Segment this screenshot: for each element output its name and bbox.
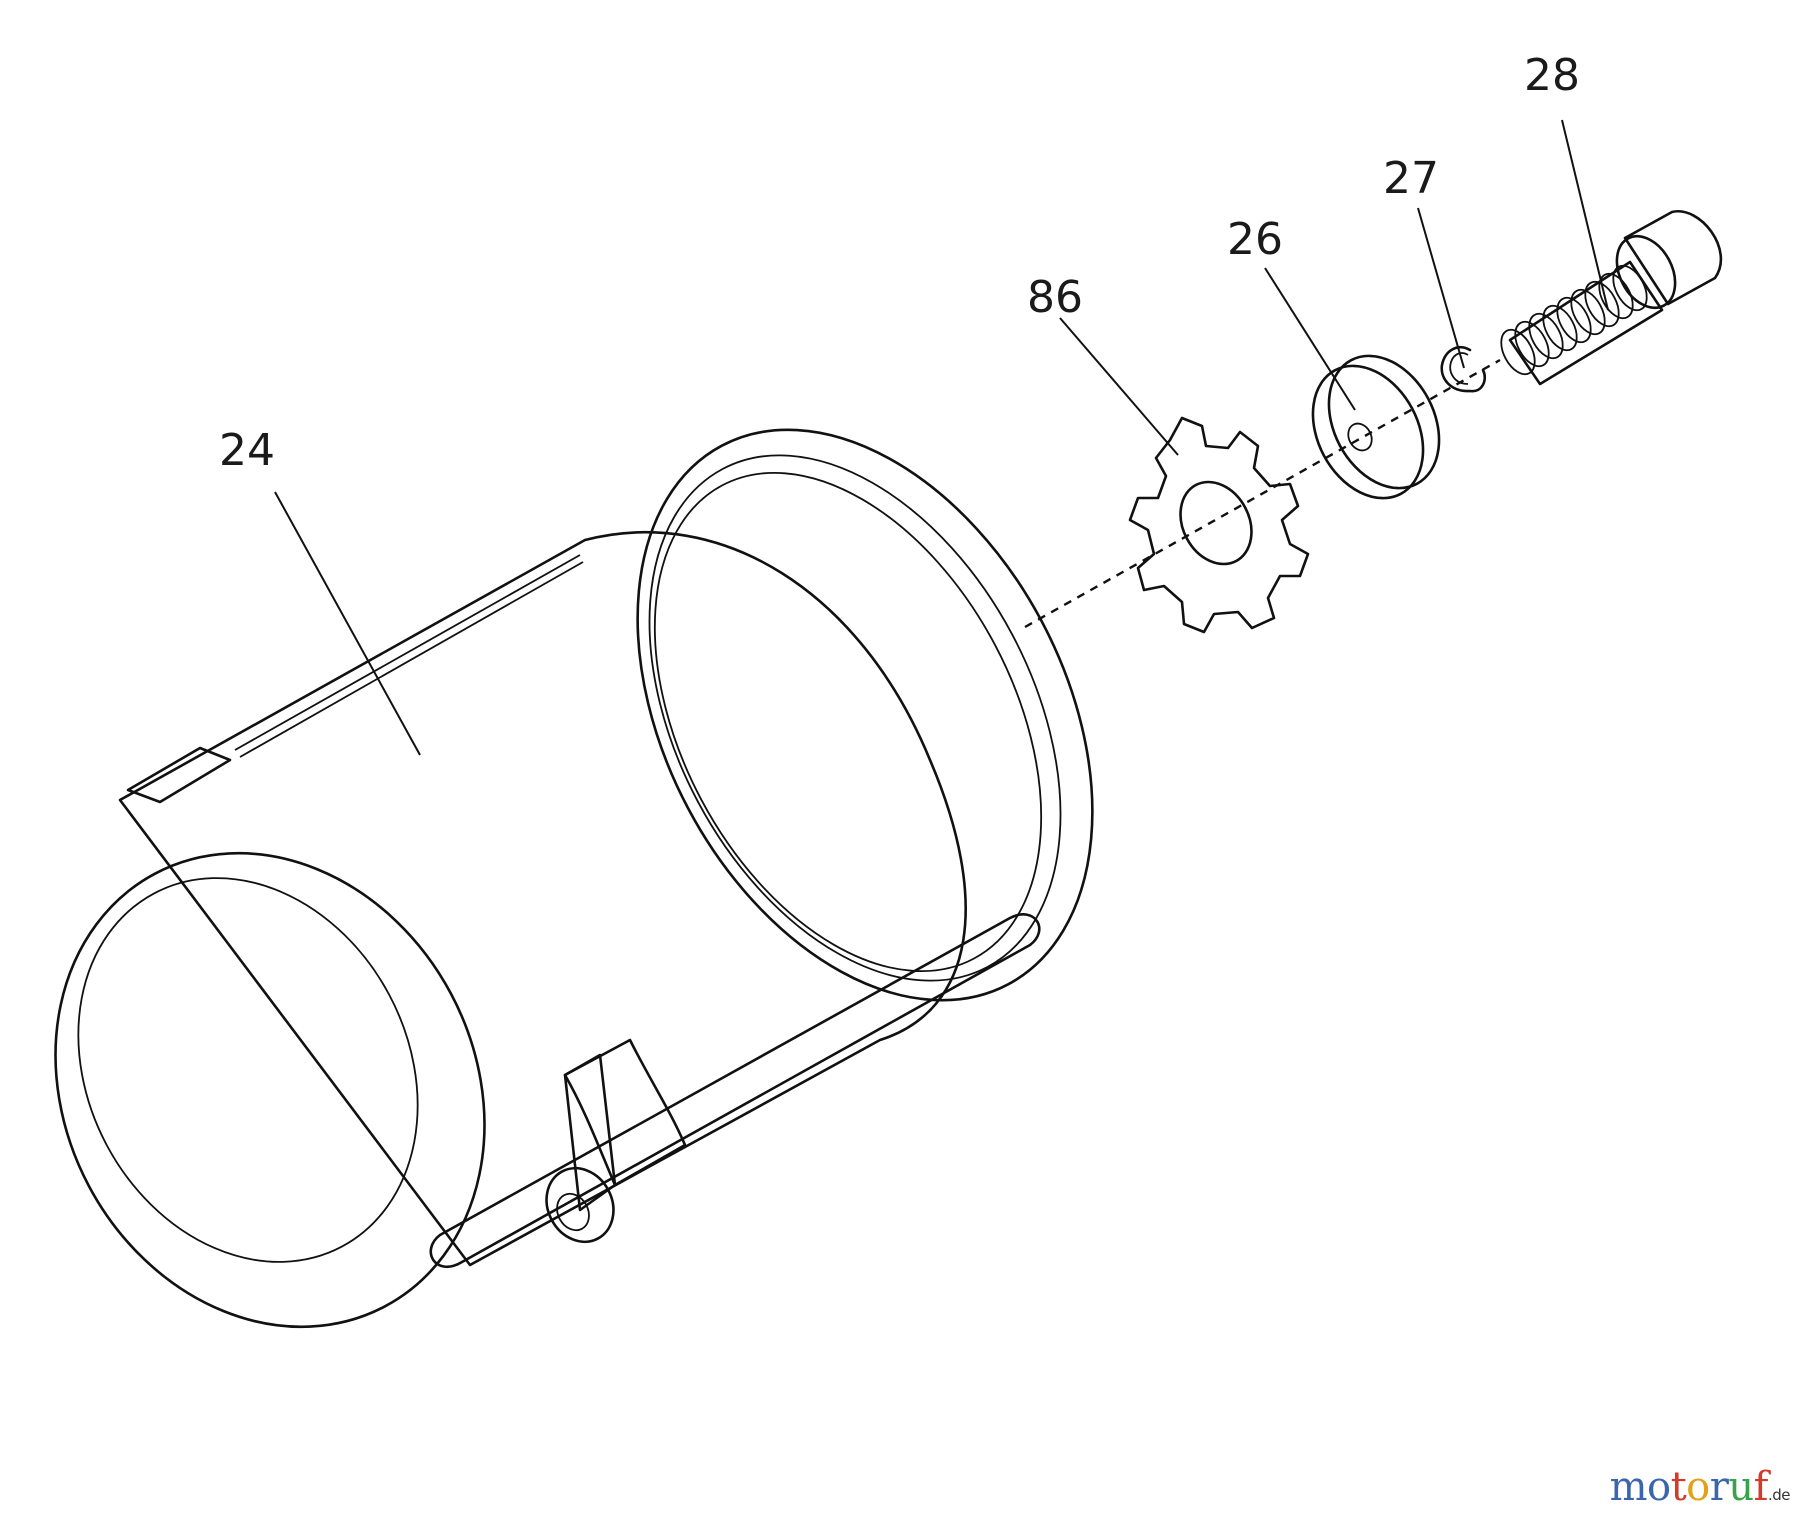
watermark-letter: o	[1647, 1464, 1671, 1510]
callout-27: 27	[1383, 153, 1439, 204]
sprocket-part-86	[1128, 416, 1310, 634]
housing-pin-head	[545, 1166, 615, 1244]
sprocket-outline	[1128, 416, 1310, 634]
housing-front-opening	[77, 877, 419, 1263]
bolt-shank	[1508, 260, 1664, 386]
leader-line-26	[1264, 267, 1356, 411]
washer-face	[1311, 364, 1425, 500]
sprocket-bore	[1179, 480, 1253, 566]
washer-rim-back	[1327, 354, 1441, 490]
callout-28: 28	[1524, 50, 1580, 101]
watermark-letter: t	[1670, 1464, 1687, 1510]
callout-86: 86	[1027, 272, 1083, 323]
bolt-threads	[1500, 264, 1648, 376]
watermark-letter: r	[1709, 1464, 1729, 1510]
snap-ring-part-27	[1440, 345, 1487, 393]
housing-clamp-bracket	[563, 1038, 687, 1187]
assembly-axis-line	[1024, 358, 1501, 629]
watermark-tld: .de	[1767, 1486, 1791, 1504]
snap-ring	[1440, 345, 1487, 393]
washer-hole	[1347, 422, 1373, 452]
housing-pin-hole	[556, 1192, 590, 1232]
housing-seam	[234, 554, 581, 751]
callout-24: 24	[219, 425, 275, 476]
housing-front-rim	[54, 851, 486, 1329]
callout-26: 26	[1227, 214, 1283, 265]
washer-part-26	[1311, 354, 1441, 500]
housing-flange-outer	[636, 428, 1094, 1002]
leader-line-27	[1417, 207, 1465, 369]
watermark-letter: o	[1686, 1464, 1710, 1510]
housing-seam-2	[239, 561, 584, 758]
leader-line-28	[1561, 119, 1609, 311]
housing-clamp-front	[563, 1053, 617, 1212]
watermark-letter: m	[1609, 1464, 1648, 1510]
bolt-head-end	[1615, 234, 1677, 310]
watermark-letter: f	[1753, 1464, 1769, 1510]
motoruf-watermark-logo: motoruf.de	[1609, 1464, 1791, 1510]
leader-line-24	[274, 491, 421, 756]
housing-top-tab	[126, 746, 232, 804]
housing-part-24	[54, 428, 1094, 1329]
housing-flange-step	[653, 471, 1043, 973]
housing-side-rail	[429, 913, 1041, 1269]
leader-line-86	[1059, 317, 1179, 456]
housing-flange-inner	[648, 454, 1062, 982]
snap-ring-inner	[1449, 352, 1469, 385]
watermark-letter: u	[1728, 1464, 1754, 1510]
bolt-part-28	[1500, 210, 1723, 386]
housing-body	[118, 531, 967, 1267]
bolt-head	[1623, 210, 1723, 306]
